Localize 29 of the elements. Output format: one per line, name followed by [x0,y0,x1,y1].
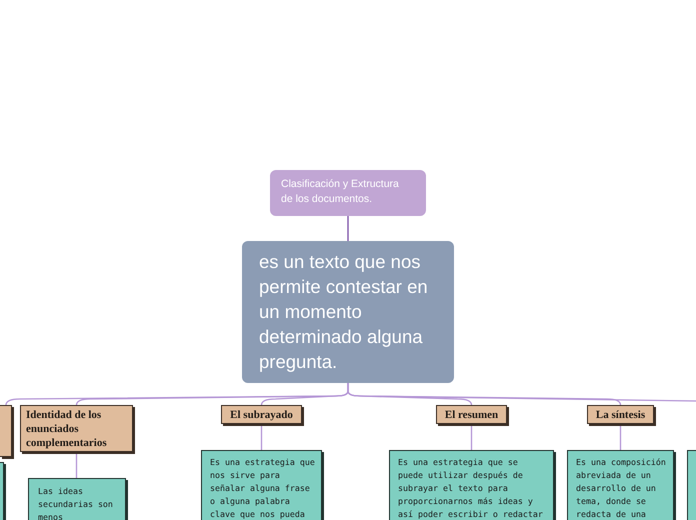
description-box [28,478,126,520]
connector-line [347,383,696,402]
subtopic-title: La síntesis [596,408,646,422]
description-text: Es una estrategia que se puede utilizar después de subrayar el texto para proporcionarnos más ideas y así poder escribir o redactar [398,456,544,520]
description-text: Las ideas secundarias son menos [38,485,114,520]
subtopic-title: El resumen [444,408,498,422]
subtopic-box [587,405,654,424]
connector-line [620,424,622,450]
subtopic-box [20,405,133,452]
description-box [201,450,322,520]
connector-line [347,216,349,241]
description-text: Es una estrategia que nos sirve para señalar alguna frase o alguna palabra clave que nos pueda [210,456,316,520]
description-box [567,450,674,520]
subtopic-title: El subrayado [230,408,293,422]
subtopic-title: Identidad de los enunciados complementarios [26,408,108,450]
connector-line [260,424,262,450]
subtopic-box [436,405,507,424]
description-text: Es una composición abreviada de un desarrollo de un tema, donde se redacta de una [576,456,667,520]
description-box [389,450,554,520]
root-topic-box [270,170,426,216]
connector-line [76,452,78,478]
description-box [0,462,4,520]
connector-line [470,424,472,450]
main-topic-text: es un texto que nos permite contestar en un momento determinado alguna pregunta. [259,250,429,374]
subtopic-box [0,405,12,457]
main-topic-box [242,241,454,383]
description-box [687,450,696,520]
subtopic-box [221,405,302,424]
root-topic-text: Clasificación y Extructura de los documentos. [281,177,400,207]
